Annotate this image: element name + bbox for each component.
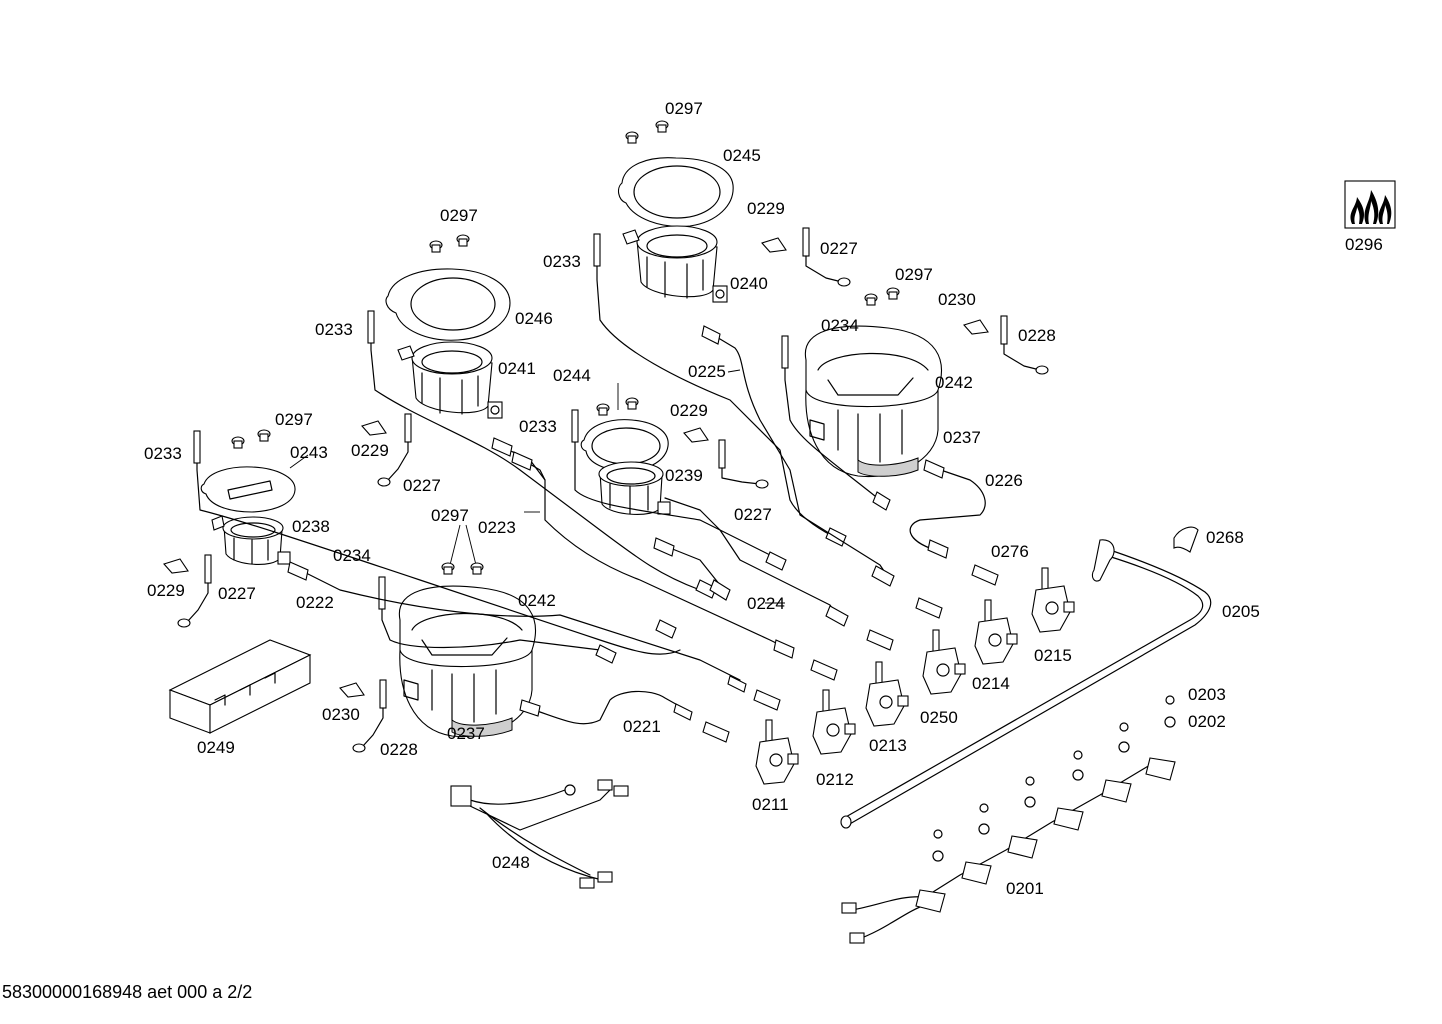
- gaskets: [200, 157, 734, 513]
- gas-valves: [755, 567, 1075, 785]
- label-0241: 0241: [498, 359, 536, 378]
- label-0203: 0203: [1188, 685, 1226, 704]
- label-0233: 0233: [315, 320, 353, 339]
- label-0297: 0297: [895, 265, 933, 284]
- injectors-0276: [702, 564, 999, 743]
- label-0245: 0245: [723, 146, 761, 165]
- document-footer-id: 58300000168948 aet 000 a 2/2: [2, 982, 253, 1002]
- label-0224: 0224: [747, 594, 785, 613]
- label-0230: 0230: [938, 290, 976, 309]
- gas-pipes: [287, 325, 986, 725]
- label-0212: 0212: [816, 770, 854, 789]
- label-0240: 0240: [730, 274, 768, 293]
- wiring-harness-0248: [450, 779, 629, 889]
- screws-0297: [231, 120, 900, 575]
- label-0230: 0230: [322, 705, 360, 724]
- label-0246: 0246: [515, 309, 553, 328]
- label-0213: 0213: [869, 736, 907, 755]
- label-0225: 0225: [688, 362, 726, 381]
- label-0238: 0238: [292, 517, 330, 536]
- label-0234: 0234: [333, 546, 371, 565]
- electrodes-and-clips: [163, 227, 1049, 753]
- label-0221: 0221: [623, 717, 661, 736]
- leader-lines: [289, 369, 785, 621]
- label-0233: 0233: [543, 252, 581, 271]
- label-0227: 0227: [820, 239, 858, 258]
- label-0233: 0233: [144, 444, 182, 463]
- label-0205: 0205: [1222, 602, 1260, 621]
- label-0248: 0248: [492, 853, 530, 872]
- label-0237: 0237: [447, 724, 485, 743]
- label-0296: 0296: [1345, 235, 1383, 254]
- label-0297: 0297: [431, 506, 469, 525]
- label-0211: 0211: [752, 795, 789, 814]
- label-0215: 0215: [1034, 646, 1072, 665]
- label-0249: 0249: [197, 738, 235, 757]
- label-0276: 0276: [991, 542, 1029, 561]
- ignition-harness-0201: [841, 757, 1176, 944]
- burner-bodies: [211, 225, 942, 738]
- label-0234: 0234: [821, 316, 859, 335]
- flame-symbol-icon: [1344, 180, 1396, 229]
- label-0229: 0229: [351, 441, 389, 460]
- thermocouples: [193, 233, 891, 664]
- label-0229: 0229: [147, 581, 185, 600]
- label-0297: 0297: [275, 410, 313, 429]
- label-0227: 0227: [403, 476, 441, 495]
- label-0228: 0228: [380, 740, 418, 759]
- label-0227: 0227: [734, 505, 772, 524]
- label-0229: 0229: [747, 199, 785, 218]
- label-0228: 0228: [1018, 326, 1056, 345]
- label-0223: 0223: [478, 518, 516, 537]
- label-0244: 0244: [553, 366, 591, 385]
- label-0201: 0201: [1006, 879, 1044, 898]
- label-0214: 0214: [972, 674, 1010, 693]
- label-0222: 0222: [296, 593, 334, 612]
- label-0233: 0233: [519, 417, 557, 436]
- gas-rail-0205: [840, 526, 1212, 829]
- label-0242: 0242: [518, 591, 556, 610]
- label-0239: 0239: [665, 466, 703, 485]
- label-0229: 0229: [670, 401, 708, 420]
- label-0297: 0297: [665, 99, 703, 118]
- label-0237: 0237: [943, 428, 981, 447]
- washers: [932, 695, 1176, 862]
- label-0202: 0202: [1188, 712, 1226, 731]
- ignition-module-0249: [168, 639, 312, 734]
- label-0268: 0268: [1206, 528, 1244, 547]
- label-0250: 0250: [920, 708, 958, 727]
- label-0227: 0227: [218, 584, 256, 603]
- label-0297: 0297: [440, 206, 478, 225]
- label-0242: 0242: [935, 373, 973, 392]
- label-0243: 0243: [290, 443, 328, 462]
- label-0226: 0226: [985, 471, 1023, 490]
